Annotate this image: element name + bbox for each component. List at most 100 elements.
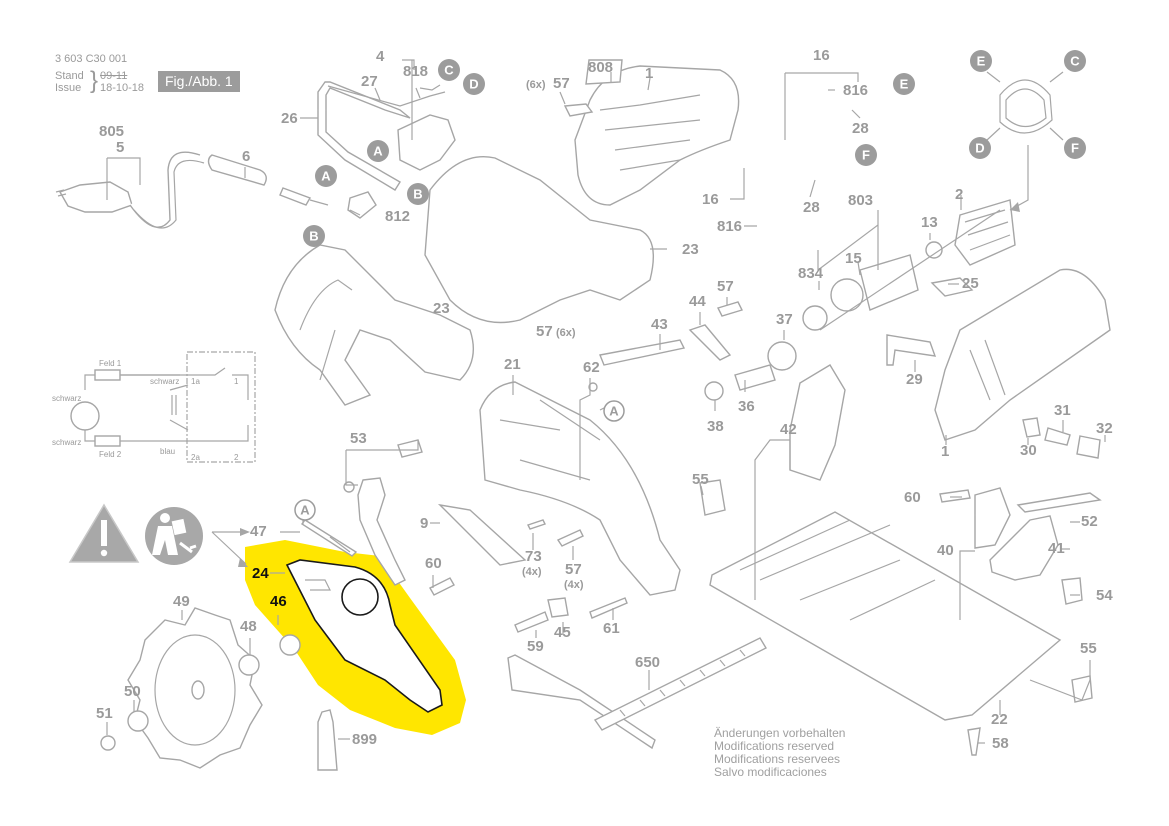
part-number-label: 30 (1020, 442, 1037, 459)
callout-e-letter: E (900, 77, 909, 92)
wiring-field2-label: Feld 2 (99, 450, 122, 459)
part-number-label: 36 (738, 398, 755, 415)
callout-d-letter: D (469, 77, 478, 92)
wiring-terminal-1: 1 (234, 377, 239, 386)
part-number-label: 43 (651, 316, 668, 333)
wiring-black-top-label: schwarz (52, 394, 81, 403)
part-number-label: 41 (1048, 540, 1065, 557)
callout-d-circle (463, 73, 485, 95)
part-number-label: 5 (116, 139, 124, 156)
callout-a-circle (294, 499, 316, 521)
part-number-label: 13 (921, 214, 938, 231)
leader-lines (106, 59, 1106, 744)
part-number-label: 55 (1080, 640, 1097, 657)
part-number-label: 818 (403, 63, 428, 80)
warning-exclamation-bar (101, 520, 107, 546)
part-number-label: 42 (780, 421, 797, 438)
issue-label: Issue (55, 82, 82, 94)
gear-housing (886, 268, 1111, 459)
callout-a-circle (603, 400, 625, 422)
part-number-label: 15 (845, 250, 862, 267)
part-number-label: 50 (124, 683, 141, 700)
disclaimer-line-fr: Modifications reservees (714, 752, 841, 766)
part-number-label: 808 (588, 59, 613, 76)
part-number-label: 22 (991, 711, 1008, 728)
part-number-label: 23 (682, 241, 699, 258)
quantity-label: (6x) (556, 327, 576, 339)
motor-housing-top (563, 59, 740, 206)
part-number-label: 1 (645, 65, 653, 82)
part-number-label: 803 (848, 192, 873, 209)
part-number-label: 9 (420, 515, 428, 532)
part-number-label: 816 (717, 218, 742, 235)
part-number-label: 49 (173, 593, 190, 610)
part-number-label: 46 (270, 593, 287, 610)
callout-a-letter: A (300, 503, 310, 518)
part-number-label: 73 (525, 548, 542, 565)
part-number-label: 650 (635, 654, 660, 671)
part-number-label: 816 (843, 82, 868, 99)
callout-b-circle (303, 225, 325, 247)
part-number-label: 47 (250, 523, 267, 540)
part-number-label: 21 (504, 356, 521, 373)
part-number-label: 26 (281, 110, 298, 127)
part-number-label: 57 (553, 75, 570, 92)
callout-b-circle (407, 183, 429, 205)
part-number-label: 32 (1096, 420, 1113, 437)
drive-train (704, 199, 1016, 401)
part-number-label: 28 (803, 199, 820, 216)
quantity-label: (4x) (522, 566, 542, 578)
part-number-label: 54 (1096, 587, 1113, 604)
callout-d-circle (969, 137, 991, 159)
part-number-label: 57 (536, 323, 553, 340)
figure-badge: Fig./Abb. 1 (158, 71, 240, 92)
wiring-connector-map (986, 71, 1064, 212)
handle-housing (274, 156, 654, 406)
callout-c-circle (1064, 50, 1086, 72)
part-number-label: 60 (425, 555, 442, 572)
wiring-terminal-1a: 1a (191, 377, 200, 386)
modifications-disclaimer: Änderungen vorbehalten Modifications res… (714, 727, 845, 779)
part-number-label: 57 (565, 561, 582, 578)
part-number-label: 59 (527, 638, 544, 655)
callout-f-circle (855, 144, 877, 166)
part-number-label: 16 (702, 191, 719, 208)
grease-tube (317, 709, 338, 771)
small-hardware (429, 519, 628, 633)
part-number-label: 62 (583, 359, 600, 376)
spindle-parts (599, 301, 743, 366)
wiring-blue-switch-label: blau (160, 447, 175, 456)
part-number-label: 45 (554, 624, 571, 641)
disclaimer-line-en: Modifications reserved (714, 739, 835, 753)
wiring-black-switch-label: schwarz (150, 377, 179, 386)
part-number-label: 55 (692, 471, 709, 488)
parallel-guide (507, 637, 767, 750)
part-number-label: 40 (937, 542, 954, 559)
part-number-label: 44 (689, 293, 706, 310)
base-plate (699, 364, 1102, 756)
callout-c-circle (438, 59, 460, 81)
issue-date: 18-10-18 (100, 82, 145, 94)
callout-e-circle (893, 73, 915, 95)
part-number-label: 58 (992, 735, 1009, 752)
stand-date: 09-11 (100, 70, 128, 82)
part-number-label: 4 (376, 48, 385, 65)
callout-a-circle (315, 165, 337, 187)
part-number-label: 29 (906, 371, 923, 388)
stand-label: Stand (55, 70, 84, 82)
part-number-label: 31 (1054, 402, 1071, 419)
callout-c-letter: C (1070, 54, 1080, 69)
lower-blade-guard (279, 559, 443, 713)
part-number-label: 834 (798, 265, 824, 282)
wiring-schematic: Feld 1 Feld 2 schwarz schwarz schwarz bl… (52, 351, 256, 463)
callout-b-letter: B (309, 229, 318, 244)
callout-f-circle (1064, 137, 1086, 159)
part-number-label: 48 (240, 618, 257, 635)
callout-b-letter: B (413, 187, 422, 202)
blade-guard (437, 381, 681, 596)
part-number-label: 2 (955, 186, 963, 203)
part-number-label: 812 (385, 208, 410, 225)
part-number-label: 27 (361, 73, 378, 90)
